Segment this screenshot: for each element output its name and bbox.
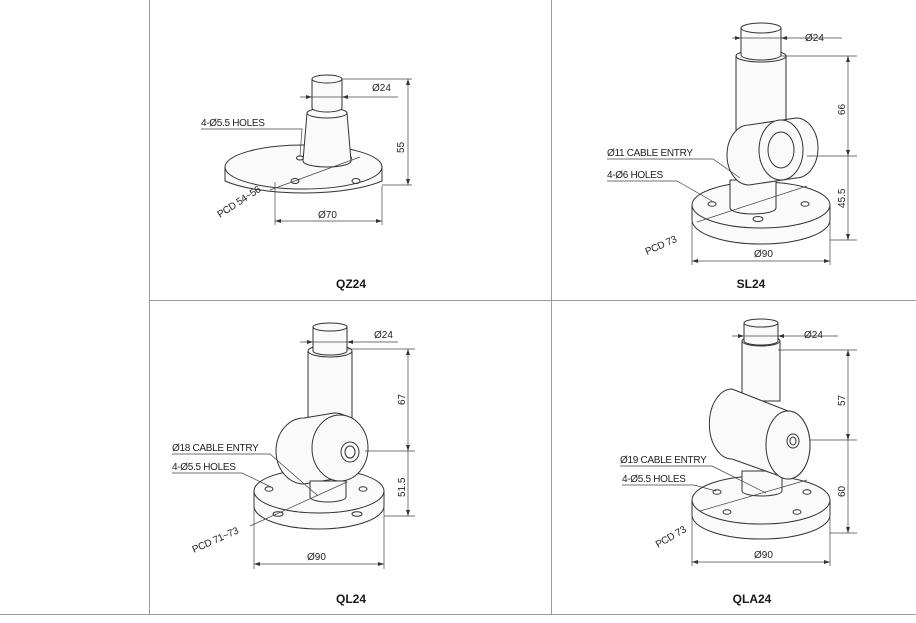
sl24-holes-label: 4-Ø6 HOLES — [607, 170, 664, 181]
qla24-model-name: QLA24 — [732, 592, 772, 606]
sl24-pcd-label: PCD 73 — [644, 234, 679, 258]
grid-line-row — [149, 300, 916, 301]
panel-qla24: Ø24 57 60 Ø90 Ø19 CABLE ENTRY 4-Ø5.5 HOL… — [552, 301, 916, 614]
qla24-lower-height: 60 — [837, 485, 848, 497]
grid-line-left — [149, 0, 150, 615]
qz24-model-name: QZ24 — [335, 277, 367, 291]
ql24-drawing: Ø24 67 51.5 Ø90 Ø18 CABLE ENTRY 4-Ø5.5 H… — [172, 322, 415, 569]
sl24-drawing: Ø24 66 45.5 Ø90 Ø11 CABLE ENTRY 4-Ø6 HOL… — [607, 22, 857, 265]
sl24-cable-label: Ø11 CABLE ENTRY — [607, 148, 693, 159]
panel-sl24: Ø24 66 45.5 Ø90 Ø11 CABLE ENTRY 4-Ø6 HOL… — [552, 0, 916, 300]
ql24-cable-label: Ø18 CABLE ENTRY — [172, 443, 259, 454]
ql24-lower-height: 51.5 — [397, 477, 408, 497]
ql24-top-diameter: Ø24 — [374, 330, 393, 341]
qz24-base-diameter: Ø70 — [318, 210, 337, 221]
qla24-drawing: Ø24 57 60 Ø90 Ø19 CABLE ENTRY 4-Ø5.5 HOL… — [620, 318, 857, 566]
qz24-top-diameter: Ø24 — [372, 83, 391, 94]
sl24-model-name: SL24 — [736, 277, 766, 291]
qz24-holes-label: 4-Ø5.5 HOLES — [201, 118, 265, 129]
ql24-pcd-label: PCD 71~73 — [191, 525, 241, 555]
qla24-upper-height: 57 — [837, 394, 848, 406]
sl24-lower-height: 45.5 — [837, 188, 848, 208]
grid-line-middle — [551, 0, 552, 615]
ql24-base-diameter: Ø90 — [307, 552, 326, 563]
ql24-holes-label: 4-Ø5.5 HOLES — [172, 462, 236, 473]
qla24-cable-label: Ø19 CABLE ENTRY — [620, 455, 707, 466]
panel-ql24: Ø24 67 51.5 Ø90 Ø18 CABLE ENTRY 4-Ø5.5 H… — [150, 301, 551, 614]
qz24-height: 55 — [396, 141, 407, 153]
sl24-upper-height: 66 — [837, 103, 848, 115]
qla24-top-diameter: Ø24 — [804, 330, 823, 341]
qz24-pcd-label: PCD 54~56 — [216, 184, 264, 220]
grid-line-bottom — [0, 614, 916, 615]
qz24-drawing: Ø24 55 Ø70 4-Ø5.5 HOLES PCD 54~56 — [201, 74, 412, 225]
sl24-top-diameter: Ø24 — [805, 33, 824, 44]
qla24-base-diameter: Ø90 — [754, 550, 773, 561]
ql24-model-name: QL24 — [335, 592, 367, 606]
qla24-holes-label: 4-Ø5.5 HOLES — [622, 474, 686, 485]
sl24-base-diameter: Ø90 — [754, 249, 773, 260]
panel-qz24: Ø24 55 Ø70 4-Ø5.5 HOLES PCD 54~56 QZ24 — [150, 0, 551, 300]
ql24-upper-height: 67 — [397, 393, 408, 405]
qla24-pcd-label: PCD 73 — [654, 524, 689, 551]
